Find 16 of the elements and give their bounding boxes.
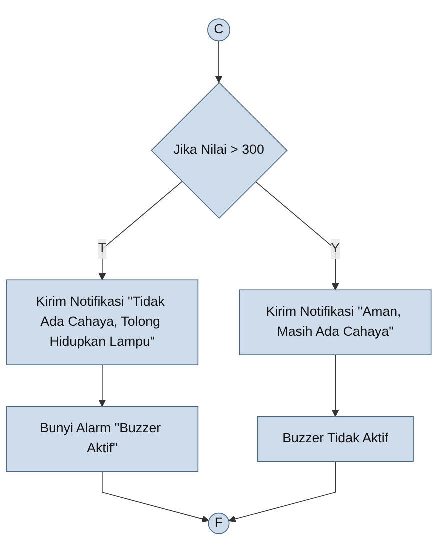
arrow <box>228 461 336 523</box>
node-box: Kirim Notifikasi "Aman, Masih Ada Cahaya" <box>239 290 432 356</box>
arrow <box>255 181 340 290</box>
node-circle: C <box>208 18 230 42</box>
node-box: Kirim Notifikasi "Tidak Ada Cahaya, Tolong Hidupkan Lampu" <box>6 280 199 366</box>
edge-label: Y <box>331 242 340 256</box>
arrow <box>102 471 210 523</box>
arrow <box>215 40 223 84</box>
node-circle: F <box>208 512 230 534</box>
node-diamond: Jika Nilai > 300 <box>150 82 288 220</box>
arrow <box>98 364 106 408</box>
node-box: Buzzer Tidak Aktif <box>257 416 414 462</box>
node-box: Bunyi Alarm "Buzzer Aktif" <box>6 406 199 472</box>
edge-label: T <box>98 242 106 256</box>
arrow <box>332 354 340 418</box>
arrow <box>98 181 183 280</box>
